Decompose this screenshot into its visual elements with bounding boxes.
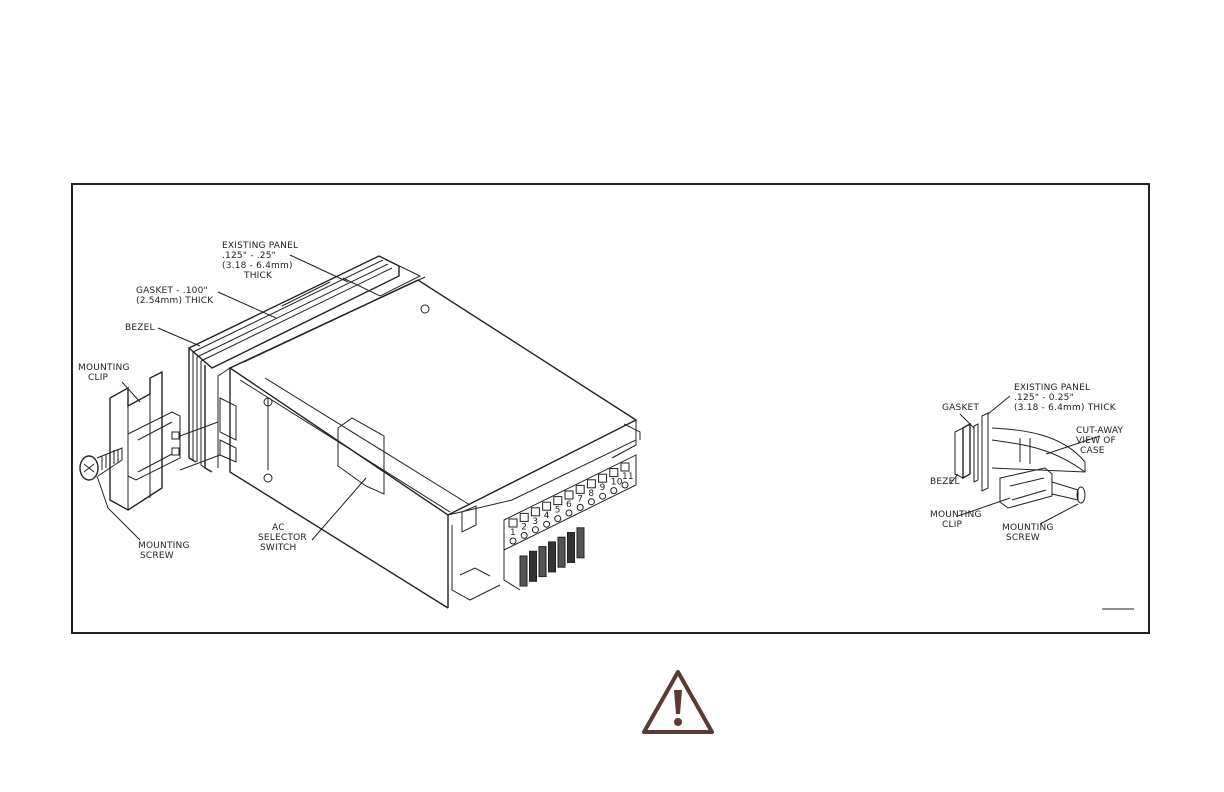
terminal-slot xyxy=(621,463,629,471)
terminal-number: 4 xyxy=(544,511,550,521)
mounting-clip-label: MOUNTING CLIP xyxy=(78,363,133,383)
terminal-screw xyxy=(577,504,583,510)
terminal-slot xyxy=(599,474,607,482)
terminal-screw xyxy=(544,521,550,527)
terminal-screw xyxy=(588,499,594,505)
detail-bezel-label: BEZEL xyxy=(930,477,960,487)
terminal-plug xyxy=(549,542,556,572)
terminal-slot xyxy=(610,469,618,477)
meter-case xyxy=(218,277,640,608)
terminal-screw xyxy=(532,527,538,533)
panel-stack xyxy=(189,256,420,472)
terminal-slot xyxy=(543,502,551,510)
mounting-clip xyxy=(110,372,220,510)
terminal-number: 7 xyxy=(577,494,583,504)
terminal-number: 8 xyxy=(588,489,594,499)
bezel-label: BEZEL xyxy=(125,323,155,333)
terminal-screw xyxy=(611,488,617,494)
terminal-screw xyxy=(521,532,527,538)
terminal-slot xyxy=(565,491,573,499)
terminal-number: 9 xyxy=(600,483,606,493)
terminal-slot xyxy=(520,513,528,521)
terminal-plug xyxy=(568,533,575,563)
terminal-screw xyxy=(622,482,628,488)
terminal-screw xyxy=(600,493,606,499)
terminal-slot xyxy=(531,508,539,516)
terminal-screw xyxy=(566,510,572,516)
terminal-plug xyxy=(539,547,546,577)
detail-mounting-clip-label: MOUNTING CLIP xyxy=(930,510,985,530)
terminal-plug xyxy=(577,528,584,558)
terminal-slot xyxy=(509,519,517,527)
detail-cutaway-view: EXISTING PANEL .125" - 0.25" (3.18 - 6.4… xyxy=(930,383,1134,609)
detail-existing-panel-label: EXISTING PANEL .125" - 0.25" (3.18 - 6.4… xyxy=(1014,383,1117,413)
terminal-plugs xyxy=(520,528,584,586)
terminal-number: 3 xyxy=(532,517,538,527)
terminal-screw xyxy=(555,516,561,522)
detail-cutaway-label: CUT-AWAY VIEW OF CASE xyxy=(1076,426,1126,456)
terminal-plug xyxy=(558,537,565,567)
terminal-screw xyxy=(510,538,516,544)
mounting-screw-label: MOUNTING SCREW xyxy=(138,541,193,561)
terminal-slot xyxy=(587,480,595,488)
terminal-plug xyxy=(530,551,537,581)
detail-mounting-screw-label: MOUNTING SCREW xyxy=(1002,523,1057,543)
mounting-screw xyxy=(80,448,122,480)
terminal-number: 11 xyxy=(622,472,634,482)
terminal-number: 1 xyxy=(510,528,516,538)
detail-gasket-label: GASKET xyxy=(942,403,979,413)
terminal-plug xyxy=(520,556,527,586)
terminal-number: 6 xyxy=(566,500,572,510)
terminal-number: 5 xyxy=(555,506,561,516)
terminal-slot xyxy=(554,497,562,505)
existing-panel-label: EXISTING PANEL .125" - .25" (3.18 - 6.4m… xyxy=(222,241,301,281)
terminal-slot xyxy=(576,485,584,493)
warning-triangle-icon xyxy=(640,668,716,736)
ac-selector-switch-label: AC SELECTOR SWITCH xyxy=(258,523,310,553)
terminal-number: 10 xyxy=(611,478,623,488)
terminal-number: 2 xyxy=(521,522,527,532)
gasket-label: GASKET - .100" (2.54mm) THICK xyxy=(136,286,214,306)
